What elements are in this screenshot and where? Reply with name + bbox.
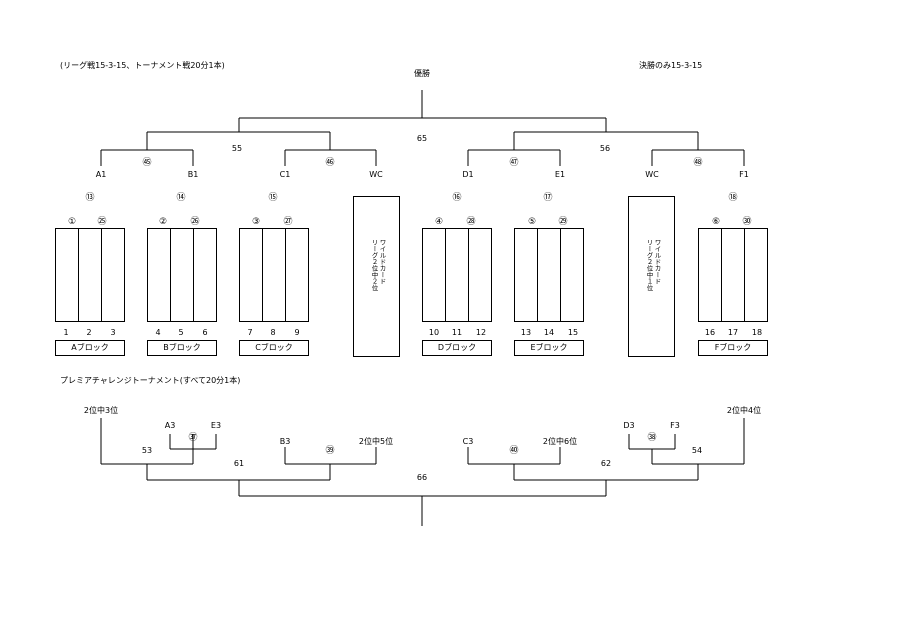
wildcard-left-rule: リーグ２位中２位 bbox=[370, 239, 378, 291]
premier-match-53: 53 bbox=[141, 446, 153, 455]
qf-match-45: ㊺ bbox=[142, 158, 152, 168]
block-a-label: Aブロック bbox=[55, 340, 125, 356]
premier-final-66: 66 bbox=[416, 473, 428, 482]
premier-slot-a3: A3 bbox=[164, 421, 176, 430]
block-e-team-14: 14 bbox=[543, 328, 555, 337]
wildcard-right-title: ワイルドカード bbox=[653, 239, 661, 285]
qf-match-46: ㊻ bbox=[325, 158, 335, 168]
block-b-match-26: ㉖ bbox=[190, 217, 200, 227]
block-c-team-7: 7 bbox=[247, 328, 253, 337]
wildcard-box-right: ワイルドカード リーグ２位中１位 bbox=[628, 196, 675, 357]
premier-slot-2nd-6th: 2位中6位 bbox=[542, 437, 578, 446]
semifinal-right-number: 56 bbox=[599, 144, 611, 153]
slot-wc-left: WC bbox=[369, 170, 383, 179]
block-b-team-4: 4 bbox=[155, 328, 161, 337]
match-15: ⑮ bbox=[268, 193, 278, 203]
premier-slot-d3: D3 bbox=[623, 421, 635, 430]
wildcard-left-title: ワイルドカード bbox=[378, 239, 386, 285]
block-c-match-3: ③ bbox=[251, 217, 261, 227]
block-f-team-18: 18 bbox=[751, 328, 763, 337]
block-f-label: Fブロック bbox=[698, 340, 768, 356]
block-b-label: Bブロック bbox=[147, 340, 217, 356]
premier-slot-2nd-5th: 2位中5位 bbox=[358, 437, 394, 446]
slot-c1: C1 bbox=[279, 170, 291, 179]
match-14: ⑭ bbox=[176, 193, 186, 203]
block-b-match-2: ② bbox=[158, 217, 168, 227]
block-a-match-25: ㉕ bbox=[97, 217, 107, 227]
block-f-match-30: ㉚ bbox=[742, 217, 752, 227]
slot-f1: F1 bbox=[739, 170, 749, 179]
block-c-team-9: 9 bbox=[294, 328, 300, 337]
premier-match-54: 54 bbox=[691, 446, 703, 455]
block-a-team-2: 2 bbox=[86, 328, 92, 337]
block-f-team-16: 16 bbox=[704, 328, 716, 337]
final-match-number: 65 bbox=[416, 134, 428, 143]
slot-wc-right: WC bbox=[645, 170, 659, 179]
wildcard-right-rule: リーグ２位中１位 bbox=[645, 239, 653, 291]
slot-e1: E1 bbox=[554, 170, 566, 179]
final-rule-note: 決勝のみ15-3-15 bbox=[639, 61, 703, 70]
premier-slot-f3: F3 bbox=[670, 421, 680, 430]
league-rule-note: (リーグ戦15-3-15、トーナメント戦20分1本) bbox=[60, 61, 225, 70]
block-d-match-28: ㉘ bbox=[466, 217, 476, 227]
champion-label: 優勝 bbox=[414, 69, 430, 78]
block-a-team-3: 3 bbox=[110, 328, 116, 337]
premier-seed-left: 2位中3位 bbox=[83, 406, 119, 415]
block-f-team-17: 17 bbox=[727, 328, 739, 337]
block-c-label: Cブロック bbox=[239, 340, 309, 356]
block-c-team-8: 8 bbox=[270, 328, 276, 337]
block-b-table bbox=[147, 228, 217, 322]
match-18: ⑱ bbox=[728, 193, 738, 203]
slot-d1: D1 bbox=[462, 170, 474, 179]
premier-match-38: ㊳ bbox=[647, 433, 657, 443]
premier-slot-c3: C3 bbox=[462, 437, 474, 446]
match-13: ⑬ bbox=[85, 193, 95, 203]
premier-match-39: ㊴ bbox=[325, 446, 335, 456]
block-e-team-15: 15 bbox=[567, 328, 579, 337]
block-e-team-13: 13 bbox=[520, 328, 532, 337]
premier-slot-b3: B3 bbox=[279, 437, 291, 446]
block-b-team-5: 5 bbox=[178, 328, 184, 337]
block-a-match-1: ① bbox=[67, 217, 77, 227]
block-d-team-10: 10 bbox=[428, 328, 440, 337]
premier-seed-right: 2位中4位 bbox=[726, 406, 762, 415]
slot-b1: B1 bbox=[187, 170, 199, 179]
block-d-table bbox=[422, 228, 492, 322]
premier-match-40: ㊵ bbox=[509, 446, 519, 456]
premier-match-37: ㊲ bbox=[188, 433, 198, 443]
block-b-team-6: 6 bbox=[202, 328, 208, 337]
match-16: ⑯ bbox=[452, 193, 462, 203]
premier-slot-e3: E3 bbox=[210, 421, 222, 430]
block-e-label: Eブロック bbox=[514, 340, 584, 356]
block-d-team-11: 11 bbox=[451, 328, 463, 337]
block-c-table bbox=[239, 228, 309, 322]
block-e-table bbox=[514, 228, 584, 322]
block-e-match-29: ㉙ bbox=[558, 217, 568, 227]
block-d-team-12: 12 bbox=[475, 328, 487, 337]
block-d-match-4: ④ bbox=[434, 217, 444, 227]
block-c-match-27: ㉗ bbox=[283, 217, 293, 227]
block-d-label: Dブロック bbox=[422, 340, 492, 356]
block-e-match-5: ⑤ bbox=[527, 217, 537, 227]
wildcard-box-left: ワイルドカード リーグ２位中２位 bbox=[353, 196, 400, 357]
qf-match-48: ㊽ bbox=[693, 158, 703, 168]
match-17: ⑰ bbox=[543, 193, 553, 203]
qf-match-47: ㊼ bbox=[509, 158, 519, 168]
premier-match-61: 61 bbox=[233, 459, 245, 468]
block-a-table bbox=[55, 228, 125, 322]
block-a-team-1: 1 bbox=[63, 328, 69, 337]
block-f-table bbox=[698, 228, 768, 322]
semifinal-left-number: 55 bbox=[231, 144, 243, 153]
slot-a1: A1 bbox=[95, 170, 107, 179]
block-f-match-6: ⑥ bbox=[711, 217, 721, 227]
premier-match-62: 62 bbox=[600, 459, 612, 468]
premier-title: プレミアチャレンジトーナメント(すべて20分1本) bbox=[60, 376, 241, 385]
